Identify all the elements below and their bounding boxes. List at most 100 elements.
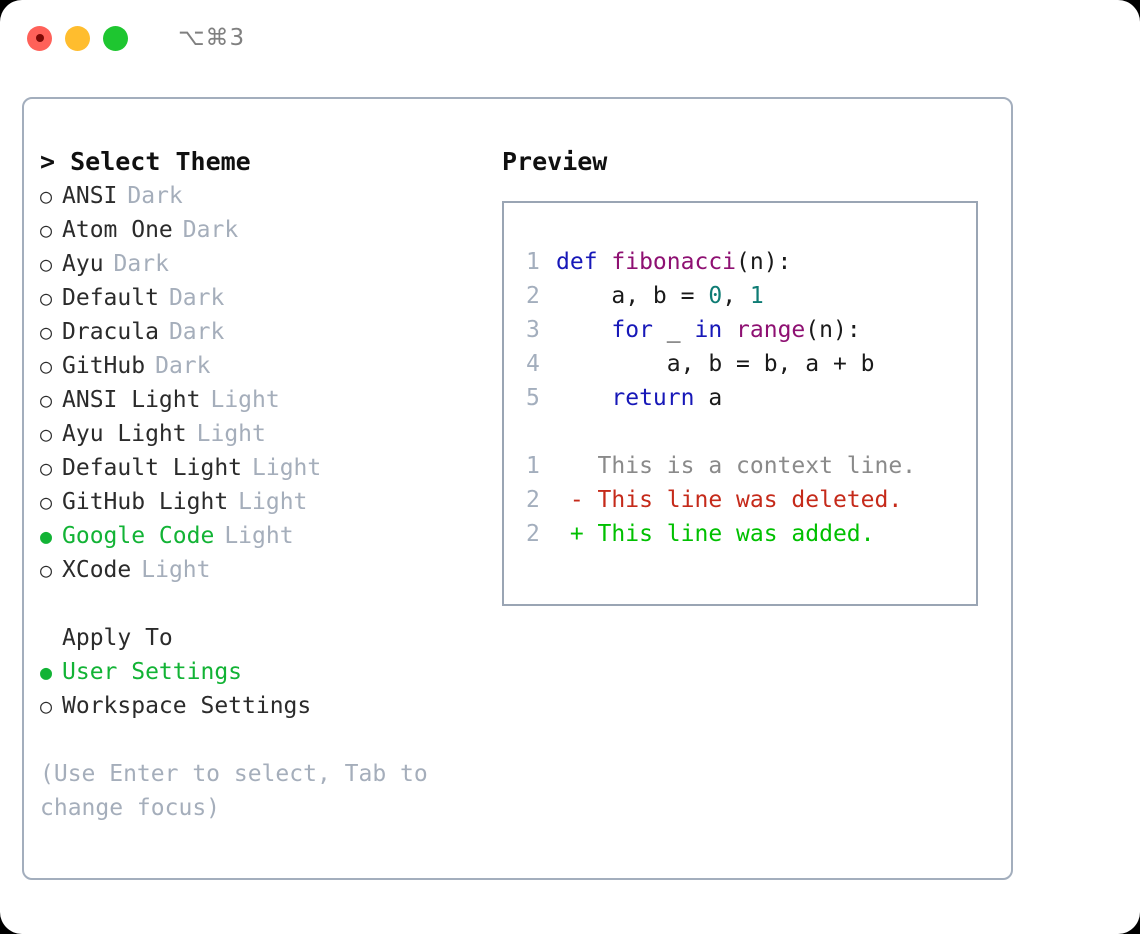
radio-unselected-icon: ○	[40, 286, 53, 310]
theme-option-variant: Dark	[155, 353, 211, 379]
radio-unselected-icon: ○	[40, 422, 53, 446]
theme-option-variant: Light	[141, 557, 211, 583]
theme-option-variant: Light	[210, 387, 280, 413]
line-number: 3	[526, 317, 540, 343]
code-token-kw: for	[611, 317, 653, 343]
theme-option-variant: Dark	[113, 251, 169, 277]
theme-option-ayu[interactable]: ○ Ayu Dark	[40, 247, 494, 281]
theme-option-variant: Dark	[127, 183, 183, 209]
code-line-content: a, b = 0, 1	[556, 279, 763, 313]
diff-line-content: This is a context line.	[556, 453, 917, 479]
line-number: 5	[526, 385, 540, 411]
code-token-fn: range	[736, 317, 806, 343]
apply-to-heading: Apply To	[62, 625, 173, 651]
apply-to-option-label: User Settings	[62, 659, 243, 685]
theme-option-atom-one[interactable]: ○ Atom One Dark	[40, 213, 494, 247]
code-line-content: return a	[556, 381, 722, 415]
code-line-content: a, b = b, a + b	[556, 347, 875, 381]
close-window-icon[interactable]	[27, 25, 52, 51]
code-line: 4 a, b = b, a + b	[526, 347, 976, 381]
code-token-num: 0	[708, 283, 723, 309]
theme-option-variant: Light	[238, 489, 308, 515]
code-token-plain	[722, 317, 736, 343]
code-line-content: for _ in range(n):	[556, 313, 861, 347]
code-token-kw: def	[556, 249, 612, 275]
theme-option-google-code[interactable]: ● Google Code Light	[40, 519, 494, 553]
theme-option-label: ANSI Light	[62, 387, 201, 413]
theme-option-variant: Light	[252, 455, 322, 481]
apply-to-option-label: Workspace Settings	[62, 693, 312, 719]
theme-option-variant: Light	[196, 421, 266, 447]
code-line: 2 a, b = 0, 1	[526, 279, 976, 313]
radio-unselected-icon: ○	[40, 184, 53, 208]
theme-option-label: GitHub	[62, 353, 146, 379]
theme-option-label: Default	[62, 285, 159, 311]
theme-option-label: Google Code	[62, 523, 215, 549]
apply-to-option-user-settings[interactable]: ● User Settings	[40, 655, 494, 689]
theme-option-label: Default Light	[62, 455, 243, 481]
theme-option-ansi[interactable]: ○ ANSI Dark	[40, 179, 494, 213]
diff-line-del: 2 - This line was deleted.	[526, 483, 976, 517]
code-token-plain: a, b = b, a + b	[556, 351, 875, 377]
theme-option-label: Ayu Light	[62, 421, 187, 447]
code-line-content: def fibonacci(n):	[556, 245, 791, 279]
maximize-window-icon[interactable]	[103, 25, 128, 51]
line-number: 4	[526, 351, 540, 377]
diff-line-content: + This line was added.	[556, 521, 875, 547]
diff-line-add: 2 + This line was added.	[526, 517, 976, 551]
code-token-fn: fibonacci	[611, 249, 737, 275]
theme-option-ayu-light[interactable]: ○ Ayu Light Light	[40, 417, 494, 451]
code-token-plain: ,	[722, 283, 750, 309]
radio-selected-icon: ●	[40, 660, 53, 684]
radio-unselected-icon: ○	[40, 694, 53, 718]
code-line: 3 for _ in range(n):	[526, 313, 976, 347]
theme-option-variant: Light	[224, 523, 294, 549]
theme-option-variant: Dark	[182, 217, 239, 243]
radio-unselected-icon: ○	[40, 388, 53, 412]
window-titlebar: ⌥⌘3	[0, 0, 1140, 76]
diff-line-ctx: 1 This is a context line.	[526, 449, 976, 483]
theme-option-variant: Dark	[168, 285, 225, 311]
theme-option-label: Dracula	[62, 319, 159, 345]
theme-option-default[interactable]: ○ Default Dark	[40, 281, 494, 315]
line-number: 1	[526, 453, 540, 479]
theme-option-ansi-light[interactable]: ○ ANSI Light Light	[40, 383, 494, 417]
apply-to-list[interactable]: ● User Settings ○ Workspace Settings	[40, 655, 494, 723]
code-line: 5 return a	[526, 381, 976, 415]
line-number: 2	[526, 521, 540, 547]
code-token-kw: in	[694, 317, 723, 343]
code-token-kw: return	[611, 385, 695, 411]
select-theme-prompt: > Select Theme	[40, 147, 251, 176]
radio-unselected-icon: ○	[40, 558, 53, 582]
theme-option-label: Atom One	[62, 217, 173, 243]
code-token-plain: a, b =	[556, 283, 709, 309]
radio-unselected-icon: ○	[40, 218, 53, 242]
theme-option-label: Ayu	[62, 251, 104, 277]
code-diff-spacer	[526, 415, 976, 449]
code-token-plain: (n):	[736, 249, 792, 275]
theme-option-variant: Dark	[168, 319, 225, 345]
window-title-shortcut: ⌥⌘3	[178, 25, 246, 51]
apply-to-option-workspace-settings[interactable]: ○ Workspace Settings	[40, 689, 494, 723]
radio-unselected-icon: ○	[40, 252, 53, 276]
code-token-plain: (n):	[805, 317, 861, 343]
theme-option-default-light[interactable]: ○ Default Light Light	[40, 451, 494, 485]
radio-unselected-icon: ○	[40, 456, 53, 480]
diff-line-content: - This line was deleted.	[556, 487, 903, 513]
theme-option-label: ANSI	[62, 183, 118, 209]
minimize-window-icon[interactable]	[65, 25, 90, 51]
code-token-plain	[556, 385, 611, 411]
radio-selected-icon: ●	[40, 524, 53, 548]
